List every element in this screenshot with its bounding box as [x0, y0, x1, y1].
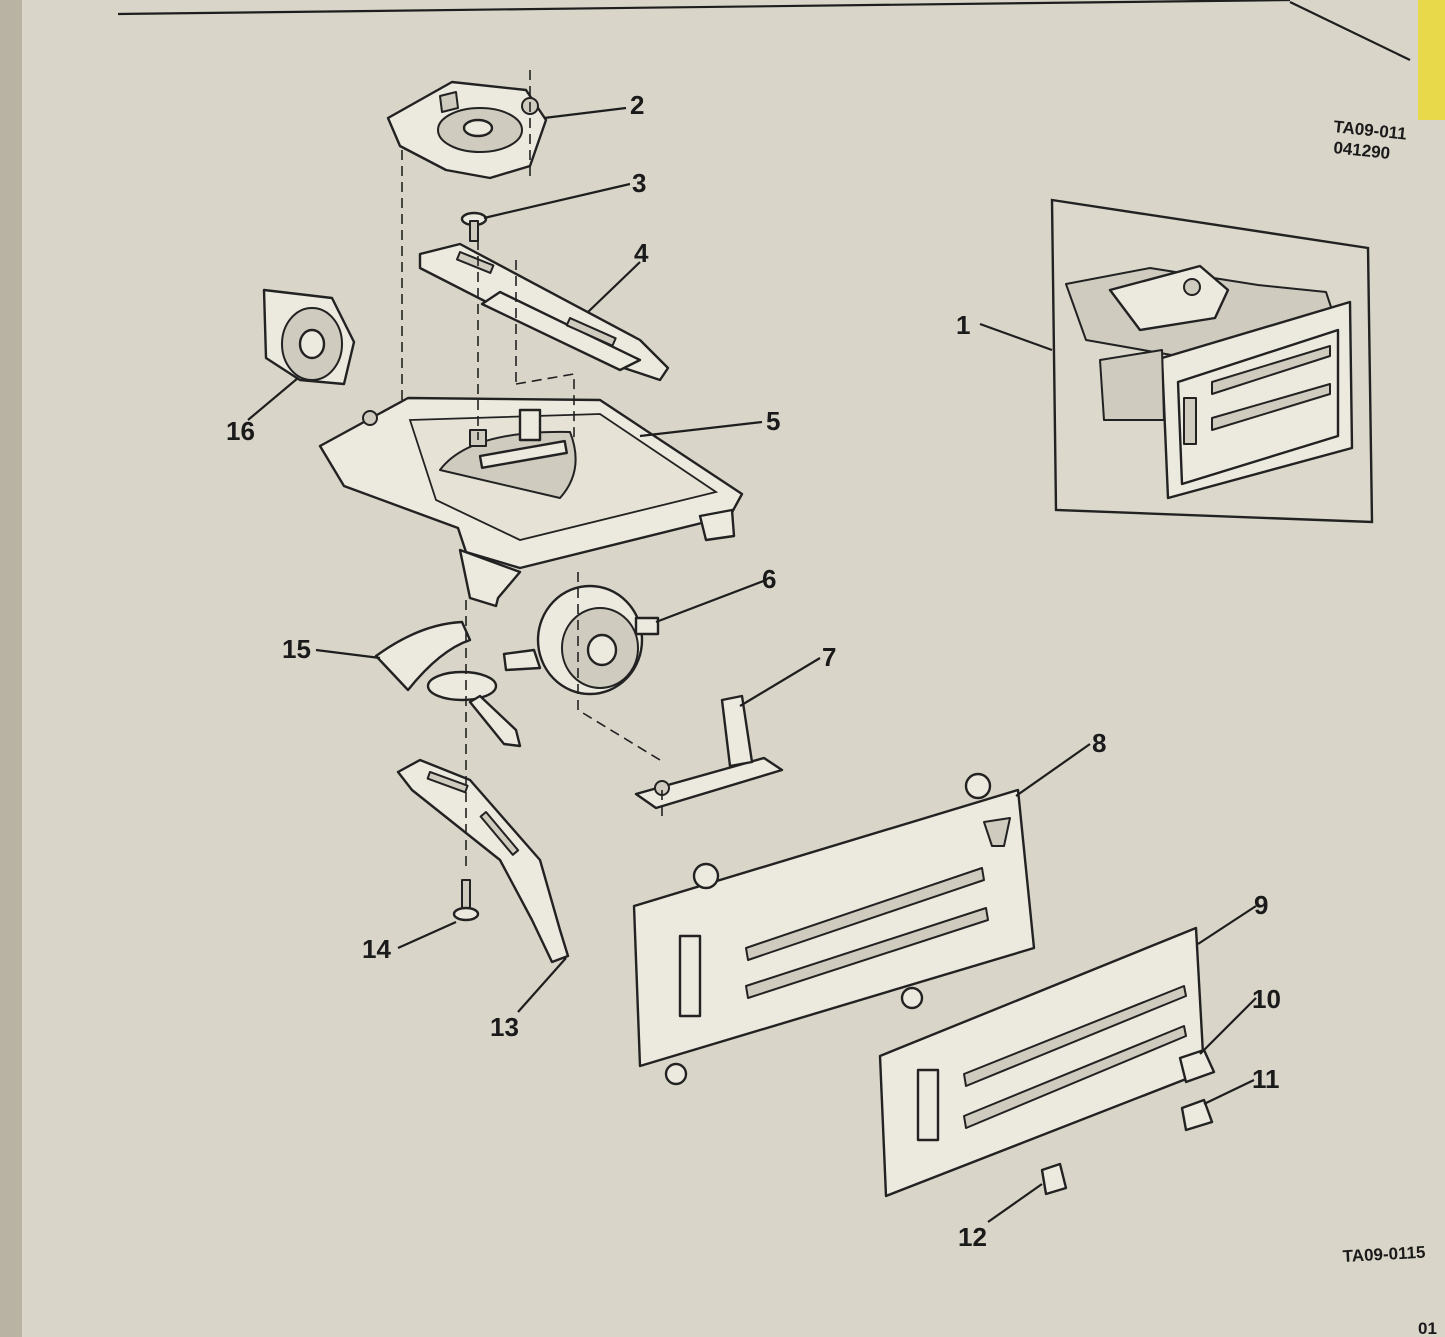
callout-labels: 1 2 3 4 5 6 7 8 9 10 11 12 13 14 15 16 — [226, 90, 1281, 1252]
callout-11: 11 — [1252, 1064, 1280, 1094]
part-14-pin — [452, 879, 480, 922]
callout-6: 6 — [762, 564, 776, 594]
callout-13: 13 — [490, 1012, 519, 1042]
part-4-slider-plate — [418, 242, 670, 382]
callout-14: 14 — [362, 934, 391, 964]
callout-16: 16 — [226, 416, 255, 446]
part-10-knob — [1178, 1048, 1216, 1084]
figure-code-top-line2: 041290 — [1333, 138, 1391, 163]
callout-1: 1 — [956, 310, 970, 340]
part-7-bracket — [634, 694, 784, 810]
leader-lines — [247, 106, 1257, 1223]
callout-10: 10 — [1252, 984, 1281, 1014]
callout-3: 3 — [632, 168, 646, 198]
part-15-cam-lever — [374, 620, 522, 748]
part-11-knob — [1180, 1098, 1214, 1132]
part-8-faceplate — [632, 772, 1036, 1086]
part-6-knob-assembly — [502, 584, 660, 696]
figure-code-bottom: TA09-0115 — [1342, 1243, 1426, 1266]
part-2-top-plate — [386, 80, 548, 180]
part-5-base-housing — [318, 396, 744, 608]
part-1-assembled-control-inset — [1050, 198, 1374, 524]
alignment-lines — [401, 70, 663, 870]
callout-7: 7 — [822, 642, 836, 672]
part-3-screw — [460, 211, 488, 242]
part-12-knob — [1040, 1162, 1068, 1196]
callout-5: 5 — [766, 406, 780, 436]
callout-8: 8 — [1092, 728, 1106, 758]
callout-15: 15 — [282, 634, 311, 664]
callout-9: 9 — [1254, 890, 1268, 920]
callout-2: 2 — [630, 90, 644, 120]
callout-12: 12 — [958, 1222, 987, 1252]
page-corner-number: 01 — [1418, 1319, 1437, 1337]
callout-4: 4 — [634, 238, 649, 268]
part-9-front-bezel — [878, 926, 1206, 1198]
part-13-lever-arm — [396, 758, 570, 964]
part-16-vacuum-valve — [262, 288, 356, 386]
